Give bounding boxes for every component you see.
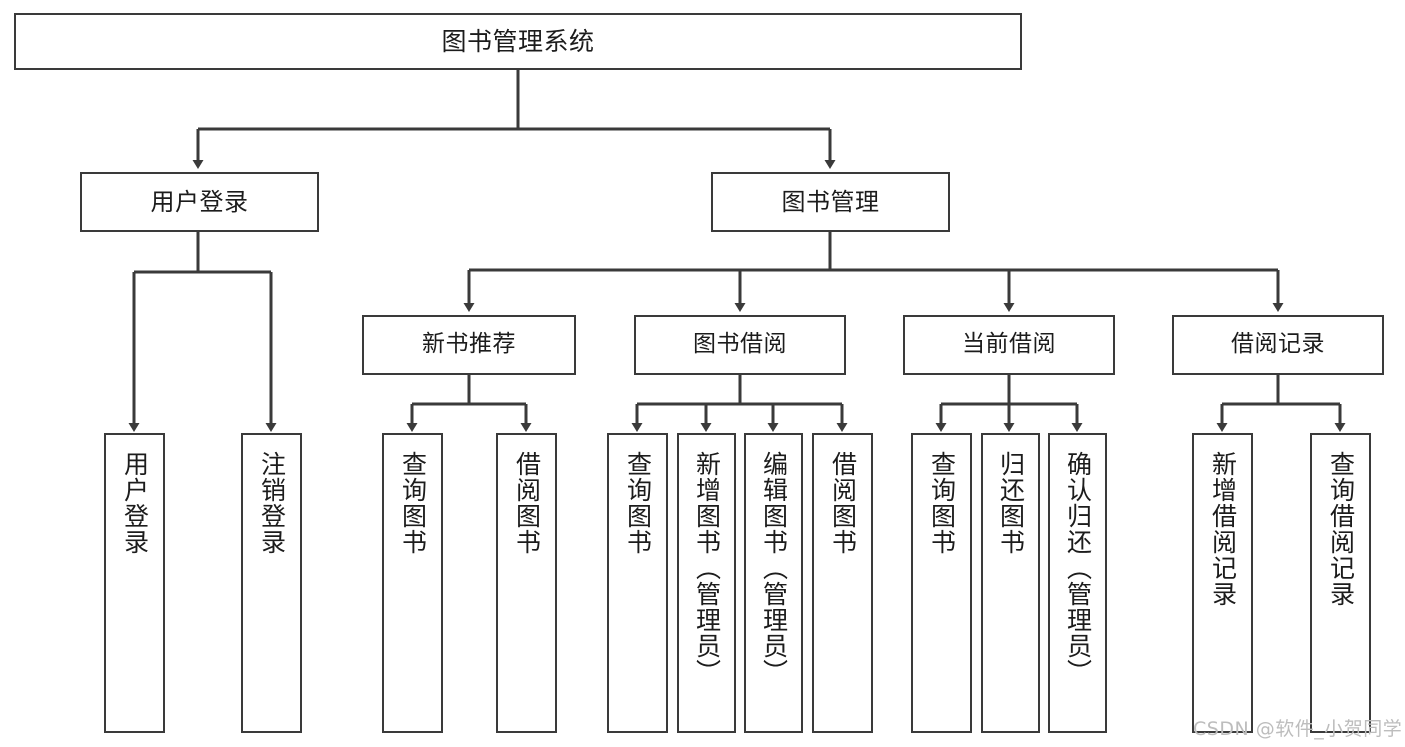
node-label: 查询图书 bbox=[623, 451, 653, 555]
node-label: 图书管理系统 bbox=[441, 26, 595, 56]
node-label: 查询图书 bbox=[398, 451, 428, 555]
leaf-add-book-admin[interactable]: 新增图书（管理员） bbox=[677, 433, 736, 733]
leaf-edit-book-admin[interactable]: 编辑图书（管理员） bbox=[744, 433, 803, 733]
leaf-return-book[interactable]: 归还图书 bbox=[981, 433, 1040, 733]
csdn-watermark: CSDN @软件_小贺同学 bbox=[1193, 718, 1403, 740]
node-user-login[interactable]: 用户登录 bbox=[80, 172, 319, 232]
node-label: 借阅图书 bbox=[828, 451, 858, 555]
node-book-borrow[interactable]: 图书借阅 bbox=[634, 315, 846, 375]
node-label: 新增借阅记录 bbox=[1208, 451, 1238, 607]
node-label: 新书推荐 bbox=[422, 331, 516, 358]
node-book-management[interactable]: 图书管理 bbox=[711, 172, 950, 232]
node-label: 图书借阅 bbox=[693, 331, 787, 358]
node-label: 编辑图书（管理员） bbox=[759, 451, 789, 685]
node-current-borrow[interactable]: 当前借阅 bbox=[903, 315, 1115, 375]
node-label: 归还图书 bbox=[996, 451, 1026, 555]
node-label: 借阅记录 bbox=[1231, 331, 1325, 358]
leaf-borrow-book-nb[interactable]: 借阅图书 bbox=[496, 433, 557, 733]
leaf-borrow-book-bb[interactable]: 借阅图书 bbox=[812, 433, 873, 733]
node-label: 借阅图书 bbox=[512, 451, 542, 555]
node-label: 图书管理 bbox=[781, 187, 880, 216]
node-new-book-recommend[interactable]: 新书推荐 bbox=[362, 315, 576, 375]
node-label: 新增图书（管理员） bbox=[692, 451, 722, 685]
leaf-user-login[interactable]: 用户登录 bbox=[104, 433, 165, 733]
leaf-query-book-cb[interactable]: 查询图书 bbox=[911, 433, 972, 733]
node-label: 确认归还（管理员） bbox=[1063, 451, 1093, 685]
node-label: 当前借阅 bbox=[962, 331, 1056, 358]
leaf-add-borrow-record[interactable]: 新增借阅记录 bbox=[1192, 433, 1253, 733]
leaf-logout[interactable]: 注销登录 bbox=[241, 433, 302, 733]
leaf-confirm-return-admin[interactable]: 确认归还（管理员） bbox=[1048, 433, 1107, 733]
node-label: 用户登录 bbox=[120, 451, 150, 555]
leaf-query-book-nb[interactable]: 查询图书 bbox=[382, 433, 443, 733]
node-label: 用户登录 bbox=[150, 187, 249, 216]
node-label: 注销登录 bbox=[257, 451, 287, 555]
node-label: 查询借阅记录 bbox=[1326, 451, 1356, 607]
node-borrow-record[interactable]: 借阅记录 bbox=[1172, 315, 1384, 375]
node-root-book-management-system[interactable]: 图书管理系统 bbox=[14, 13, 1022, 70]
node-label: 查询图书 bbox=[927, 451, 957, 555]
leaf-query-borrow-record[interactable]: 查询借阅记录 bbox=[1310, 433, 1371, 733]
leaf-query-book-bb[interactable]: 查询图书 bbox=[607, 433, 668, 733]
